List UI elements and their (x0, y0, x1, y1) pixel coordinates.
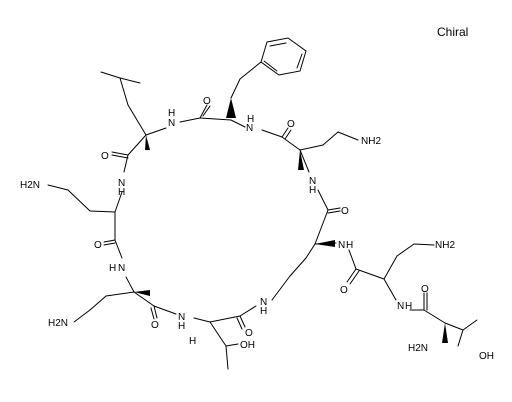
o-label: O (94, 240, 102, 251)
h2n-label: H2N (408, 343, 428, 354)
h2n-label: H2N (20, 180, 40, 191)
n-label: N (246, 123, 253, 134)
h-label: H (168, 108, 175, 119)
h-label: H (178, 321, 185, 332)
h-label: H (118, 187, 125, 198)
n-label: N (397, 301, 404, 312)
oh-label: OH (479, 351, 494, 362)
o-label: O (203, 96, 211, 107)
o-label: O (151, 320, 159, 331)
h2n-label: H2N (48, 318, 68, 329)
bond-lines (47, 37, 478, 370)
o-label: O (101, 151, 109, 162)
n-label: N (260, 297, 267, 308)
h-label: H (309, 185, 316, 196)
o-label: O (421, 284, 429, 295)
h-label: H (109, 263, 116, 274)
o-label: O (341, 206, 349, 217)
o-label: O (340, 285, 348, 296)
stereo-wedges (134, 98, 448, 343)
h-label: H (346, 240, 353, 251)
h-label: H (260, 306, 267, 317)
atom-labels: NH2 H2N H2N NH2 H2N OH OH N N N N N N N … (20, 96, 494, 362)
nh2-label: NH2 (435, 240, 455, 251)
h-label: H (405, 301, 412, 312)
n-label: N (338, 240, 345, 251)
oh-label: OH (240, 340, 255, 351)
n-label: N (118, 263, 125, 274)
n-label: N (118, 178, 125, 189)
n-label: N (178, 312, 185, 323)
h-label: H (189, 336, 196, 347)
o-label: O (287, 119, 295, 130)
chiral-label: Chiral (437, 25, 468, 39)
h-label: H (247, 114, 254, 125)
nh2-label: NH2 (361, 136, 381, 147)
o-label: O (245, 328, 253, 339)
n-label: N (309, 176, 316, 187)
n-label: N (168, 118, 175, 129)
